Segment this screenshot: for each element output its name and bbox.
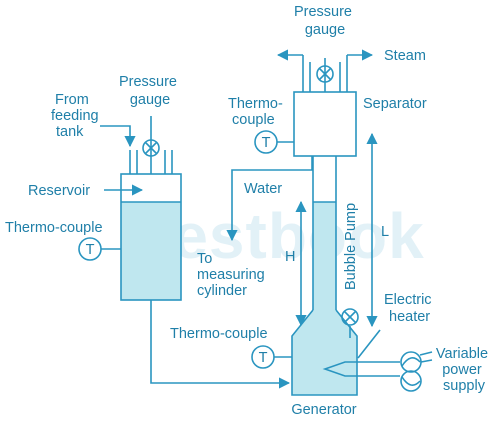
generator-thermocouple: T	[251, 345, 292, 369]
reservoir-pressure-gauge	[142, 116, 160, 174]
thermocouple-separator-label: Thermo- couple	[228, 96, 287, 128]
generator-pressure-gauge	[341, 308, 359, 338]
electric-heater-label: Electric heater	[384, 292, 436, 325]
steam-label: Steam	[384, 48, 426, 64]
thermocouple-generator-label: Thermo-couple	[170, 326, 268, 342]
thermocouple-symbol: T	[86, 242, 95, 258]
from-feeding-tank-label: From feeding tank	[51, 92, 103, 140]
length-L-label: L	[381, 224, 389, 240]
pressure-gauge-reservoir-label: Pressure gauge	[119, 74, 181, 108]
separator-pressure-gauge	[316, 58, 334, 92]
bubble-pump-tube	[312, 156, 337, 310]
variable-power-supply	[400, 351, 433, 392]
reservoir-label: Reservoir	[28, 183, 90, 199]
electric-heater-pointer	[357, 329, 381, 359]
variable-power-supply-label: Variable power supply	[436, 346, 492, 394]
bubble-pump-label: Bubble Pump	[343, 203, 359, 290]
thermocouple-symbol: T	[262, 135, 271, 151]
reservoir-to-generator-line	[150, 300, 291, 389]
thermocouple-reservoir-label: Thermo-couple	[5, 220, 103, 236]
water-outlet-line	[226, 156, 313, 242]
reservoir-feed-inlet	[100, 125, 173, 174]
pressure-gauge-top-label: Pressure gauge	[294, 4, 356, 38]
watermark: testbook	[150, 200, 425, 272]
generator-label: Generator	[291, 402, 356, 418]
steam-outlet-left	[276, 49, 311, 92]
separator-vessel	[293, 91, 357, 157]
reservoir-thermocouple: T	[78, 237, 121, 261]
reservoir-vessel	[120, 173, 182, 301]
thermocouple-symbol: T	[259, 350, 268, 366]
height-H-label: H	[285, 249, 295, 265]
separator-thermocouple: T	[254, 130, 294, 154]
steam-outlet-right	[339, 49, 374, 92]
power-supply-pointer	[419, 351, 433, 356]
to-measuring-cylinder-label: To measuring cylinder	[197, 251, 269, 299]
water-label: Water	[244, 181, 282, 197]
electric-heater-coil	[322, 361, 400, 377]
separator-label: Separator	[363, 96, 427, 112]
